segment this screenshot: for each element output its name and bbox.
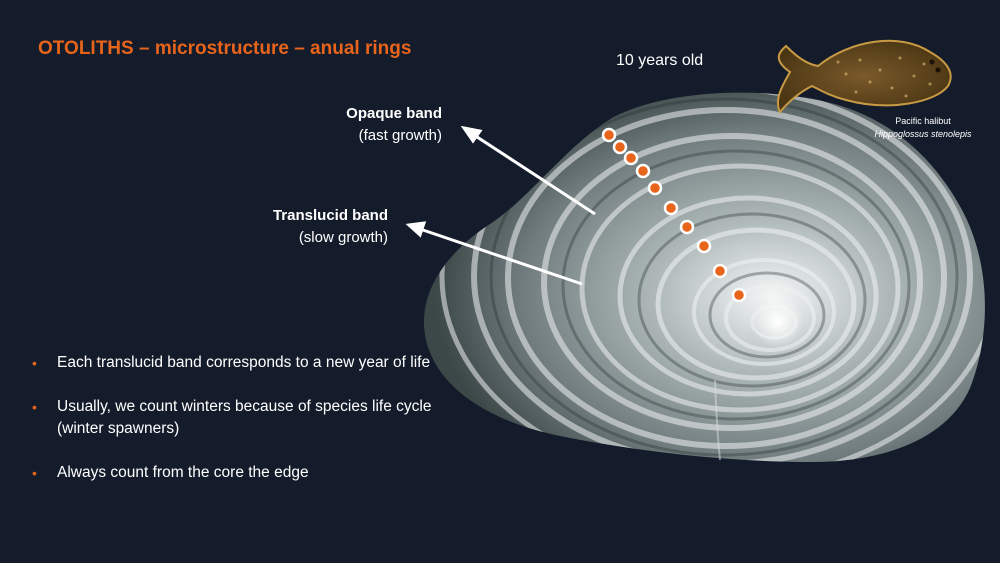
ring-marker — [601, 127, 617, 143]
species-scientific-name: Hippoglossus stenolepis — [874, 129, 972, 139]
bullet-text: Usually, we count winters because of spe… — [57, 398, 432, 437]
ring-marker — [647, 180, 663, 196]
species-caption: Pacific halibut Hippoglossus stenolepis — [858, 115, 988, 141]
ring-marker — [712, 263, 728, 279]
ring-marker — [731, 287, 747, 303]
bullet-icon: • — [32, 355, 37, 371]
opaque-band-arrow — [460, 125, 596, 216]
translucid-band-name: Translucid band — [272, 207, 388, 224]
ring-markers — [601, 127, 747, 303]
slide-title: OTOLITHS – microstructure – anual rings — [38, 38, 412, 59]
otolith-body — [423, 92, 985, 463]
ring-marker — [635, 163, 651, 179]
ring-marker — [679, 219, 695, 235]
species-common-name: Pacific halibut — [895, 116, 951, 126]
opaque-band-name: Opaque band — [346, 105, 442, 122]
translucid-band-label: Translucid band (slow growth) — [200, 205, 388, 249]
bullet-list: • Each translucid band corresponds to a n… — [30, 352, 450, 506]
age-label: 10 years old — [616, 52, 704, 69]
bullet-item: • Always count from the core the edge — [30, 462, 450, 484]
ring-marker — [663, 200, 679, 216]
opaque-band-label: Opaque band (fast growth) — [250, 103, 442, 147]
halibut-fish-icon — [776, 39, 952, 114]
bullet-item: • Usually, we count winters because of sp… — [30, 396, 450, 440]
bullet-text: Each translucid band corresponds to a ne… — [57, 354, 431, 371]
bullet-icon: • — [32, 399, 37, 415]
ring-marker — [696, 238, 712, 254]
translucid-band-description: (slow growth) — [298, 229, 388, 246]
ring-marker — [623, 150, 639, 166]
opaque-band-description: (fast growth) — [358, 127, 442, 144]
translucid-band-arrow — [405, 221, 583, 286]
bullet-icon: • — [32, 465, 37, 481]
bullet-item: • Each translucid band corresponds to a n… — [30, 352, 450, 374]
ring-marker — [612, 139, 628, 155]
bullet-text: Always count from the core the edge — [57, 464, 309, 481]
